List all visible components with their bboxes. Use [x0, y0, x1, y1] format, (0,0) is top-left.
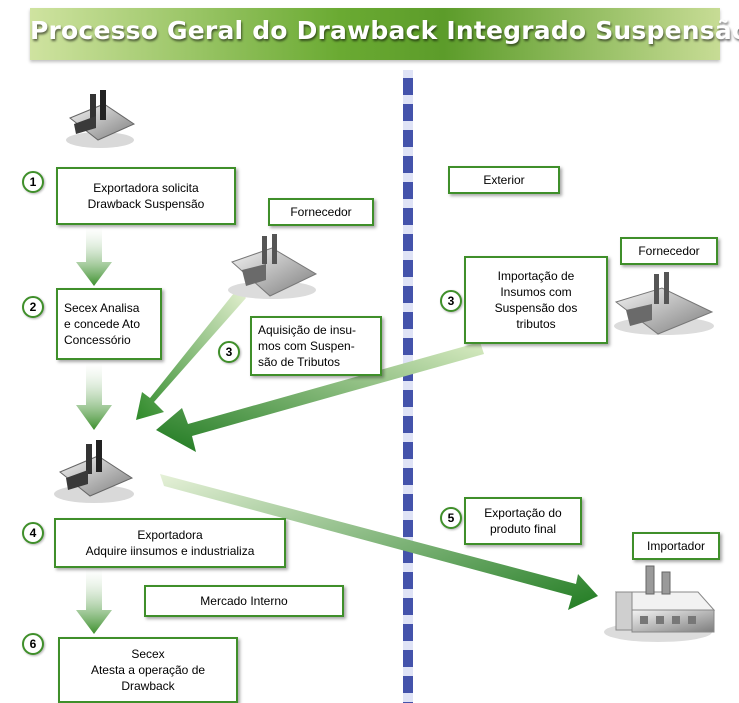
step-4-box: Exportadora Adquire iinsumos e industria… — [54, 518, 286, 568]
step-number-1: 1 — [22, 171, 44, 193]
arrow-step4-to-6 — [76, 568, 112, 634]
arrow-import-to-exporter — [156, 342, 484, 452]
arrow-step1-to-2 — [76, 226, 112, 286]
step-number-3-domestic: 3 — [218, 341, 240, 363]
arrow-fornecedor-to-exporter — [136, 288, 246, 420]
mercado-interno-label: Mercado Interno — [144, 585, 344, 617]
step-1-box: Exportadora solicita Drawback Suspensão — [56, 167, 236, 225]
step-3-import-box: Importação de Insumos com Suspensão dos … — [464, 256, 608, 344]
factory-icon — [604, 565, 716, 642]
importador-label: Importador — [632, 532, 720, 560]
factory-icon — [228, 234, 318, 299]
factory-icon — [66, 90, 136, 148]
page-title: Processo Geral do Drawback Integrado Sus… — [30, 16, 739, 45]
step-2-box: Secex Analisa e concede Ato Concessório — [56, 288, 162, 360]
arrow-step2-to-mid — [76, 362, 112, 430]
step-number-3-import: 3 — [440, 290, 462, 312]
fornecedor-foreign-label: Fornecedor — [620, 237, 718, 265]
fornecedor-domestic-label: Fornecedor — [268, 198, 374, 226]
title-banner: Processo Geral do Drawback Integrado Sus… — [30, 8, 739, 60]
arrow-export-to-importer — [160, 474, 598, 610]
step-6-box: Secex Atesta a operação de Drawback — [58, 637, 238, 703]
step-number-4: 4 — [22, 522, 44, 544]
step-number-2: 2 — [22, 296, 44, 318]
step-3-domestic-box: Aquisição de insu- mos com Suspen- são d… — [250, 316, 382, 376]
step-5-box: Exportação do produto final — [464, 497, 582, 545]
step-number-5: 5 — [440, 507, 462, 529]
factory-icon — [54, 440, 134, 503]
exterior-label: Exterior — [448, 166, 560, 194]
factory-icon — [614, 272, 714, 335]
step-number-6: 6 — [22, 633, 44, 655]
